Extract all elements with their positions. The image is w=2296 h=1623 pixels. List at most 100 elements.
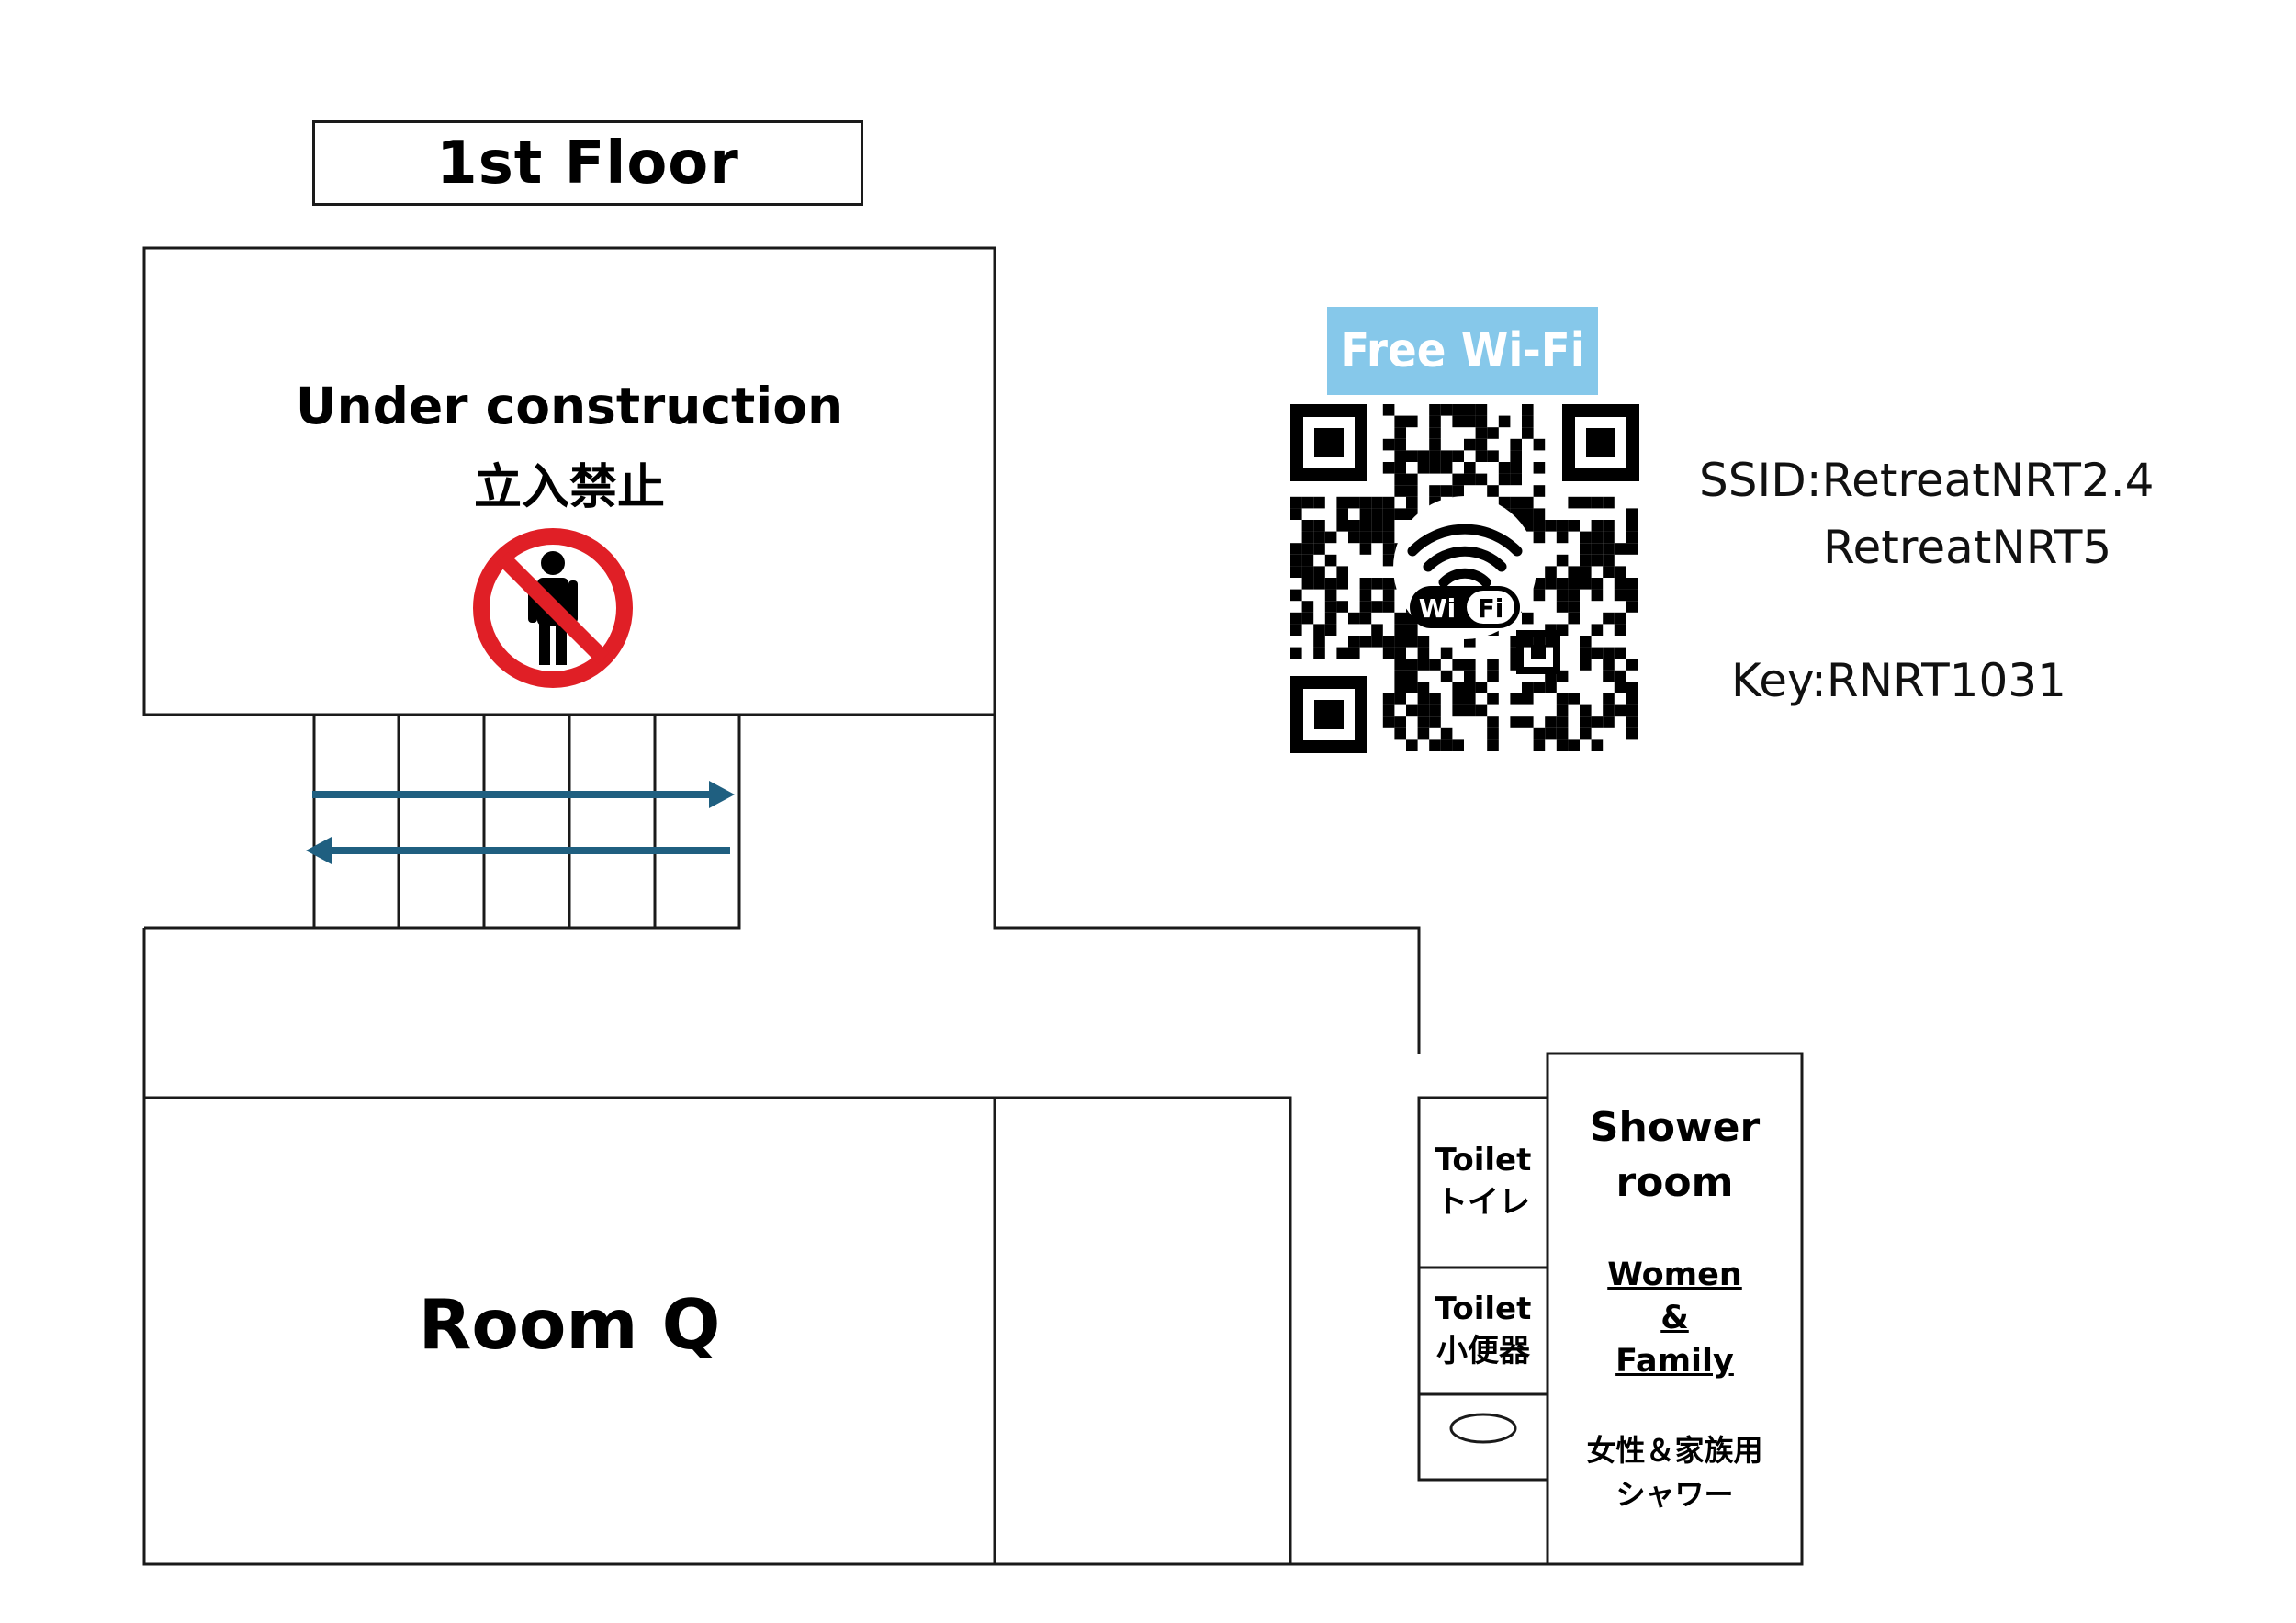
qr-module <box>1568 601 1580 613</box>
qr-module <box>1568 612 1580 625</box>
qr-module <box>1301 554 1314 567</box>
qr-module <box>1591 496 1604 509</box>
toilet-2-jp: 小便器 <box>1436 1333 1530 1369</box>
qr-module <box>1406 636 1418 648</box>
qr-module <box>1626 682 1638 693</box>
qr-module <box>1429 462 1441 474</box>
qr-module <box>1614 647 1626 659</box>
qr-module <box>1533 462 1546 474</box>
floor-title-box: 1st Floor <box>312 120 863 206</box>
qr-module <box>1603 670 1615 682</box>
qr-module <box>1533 578 1546 590</box>
qr-module <box>1313 578 1325 590</box>
qr-module <box>1591 520 1604 532</box>
qr-module <box>1371 601 1383 613</box>
qr-module <box>1440 485 1453 497</box>
qr-module <box>1580 636 1592 648</box>
qr-module <box>1324 578 1337 590</box>
qr-module <box>1429 485 1441 497</box>
qr-module <box>1614 624 1626 636</box>
qr-module <box>1394 647 1406 659</box>
floor-title: 1st Floor <box>436 129 739 197</box>
qr-module <box>1568 566 1580 578</box>
stairs-arrows <box>306 781 735 864</box>
qr-module <box>1533 682 1546 693</box>
qr-module <box>1417 716 1430 728</box>
stairs <box>312 713 741 930</box>
qr-module <box>1556 739 1569 751</box>
qr-module <box>1626 508 1638 520</box>
qr-module <box>1359 589 1372 602</box>
qr-module <box>1545 520 1557 532</box>
qr-module <box>1614 578 1626 590</box>
qr-module <box>1545 578 1557 590</box>
qr-module <box>1359 612 1372 625</box>
qr-module <box>1603 543 1615 555</box>
qr-module <box>1359 520 1372 532</box>
qr-module <box>1510 462 1522 474</box>
qr-module <box>1382 578 1395 590</box>
qr-module <box>1417 693 1430 705</box>
qr-module <box>1603 716 1615 728</box>
qr-module <box>1580 578 1592 590</box>
qr-module <box>1440 670 1453 682</box>
qr-module <box>1313 543 1325 555</box>
corridor-wall <box>993 715 1421 1054</box>
qr-module <box>1580 496 1592 509</box>
qr-module <box>1533 636 1546 648</box>
qr-module <box>1382 716 1395 728</box>
qr-module <box>1301 496 1314 509</box>
wifi-qr-code-icon[interactable]: Wi Fi <box>1290 404 1639 753</box>
qr-module <box>1348 531 1360 544</box>
qr-module <box>1580 704 1592 717</box>
qr-module <box>1313 624 1325 636</box>
qr-module <box>1359 531 1372 544</box>
shower-title-1: Shower <box>1589 1104 1761 1151</box>
qr-module <box>1522 415 1534 428</box>
qr-module <box>1464 659 1476 671</box>
qr-module <box>1417 659 1430 671</box>
qr-module <box>1394 659 1406 671</box>
qr-module <box>1301 566 1314 578</box>
arrow-left-icon <box>306 837 332 864</box>
qr-module <box>1406 659 1418 671</box>
qr-module <box>1440 450 1453 462</box>
qr-module <box>1406 624 1418 636</box>
qr-module <box>1382 636 1395 648</box>
qr-module <box>1545 682 1557 693</box>
qr-module <box>1464 473 1476 486</box>
qr-module <box>1382 496 1395 509</box>
toilet-1-jp: トイレ <box>1436 1184 1530 1221</box>
qr-module <box>1359 543 1372 555</box>
qr-module <box>1545 727 1557 740</box>
qr-module <box>1290 647 1302 659</box>
qr-module <box>1406 496 1418 509</box>
shower-room-label: Shower room <box>1548 1100 1802 1211</box>
qr-module <box>1475 450 1488 462</box>
svg-text:Wi: Wi <box>1419 593 1456 624</box>
shower-amp: & <box>1660 1300 1689 1336</box>
qr-module <box>1603 647 1615 659</box>
svg-text:Fi: Fi <box>1478 593 1504 624</box>
qr-module <box>1371 508 1383 520</box>
toilet-1-label: Toilet トイレ <box>1419 1139 1548 1223</box>
shower-family: Family <box>1615 1343 1734 1380</box>
qr-module <box>1371 496 1383 509</box>
qr-module <box>1626 727 1638 740</box>
qr-module <box>1475 427 1488 439</box>
sink-box <box>1417 1392 1549 1482</box>
qr-module <box>1371 578 1383 590</box>
toilet-2-label: Toilet 小便器 <box>1419 1288 1548 1372</box>
qr-module <box>1591 589 1604 602</box>
qr-module <box>1290 554 1302 567</box>
qr-module <box>1301 520 1314 532</box>
qr-module <box>1487 727 1499 740</box>
qr-module <box>1394 693 1406 705</box>
qr-module <box>1406 473 1418 486</box>
qr-module <box>1301 543 1314 555</box>
qr-module <box>1475 415 1488 428</box>
qr-module <box>1556 716 1569 728</box>
qr-module <box>1382 438 1395 451</box>
qr-module <box>1406 485 1418 497</box>
